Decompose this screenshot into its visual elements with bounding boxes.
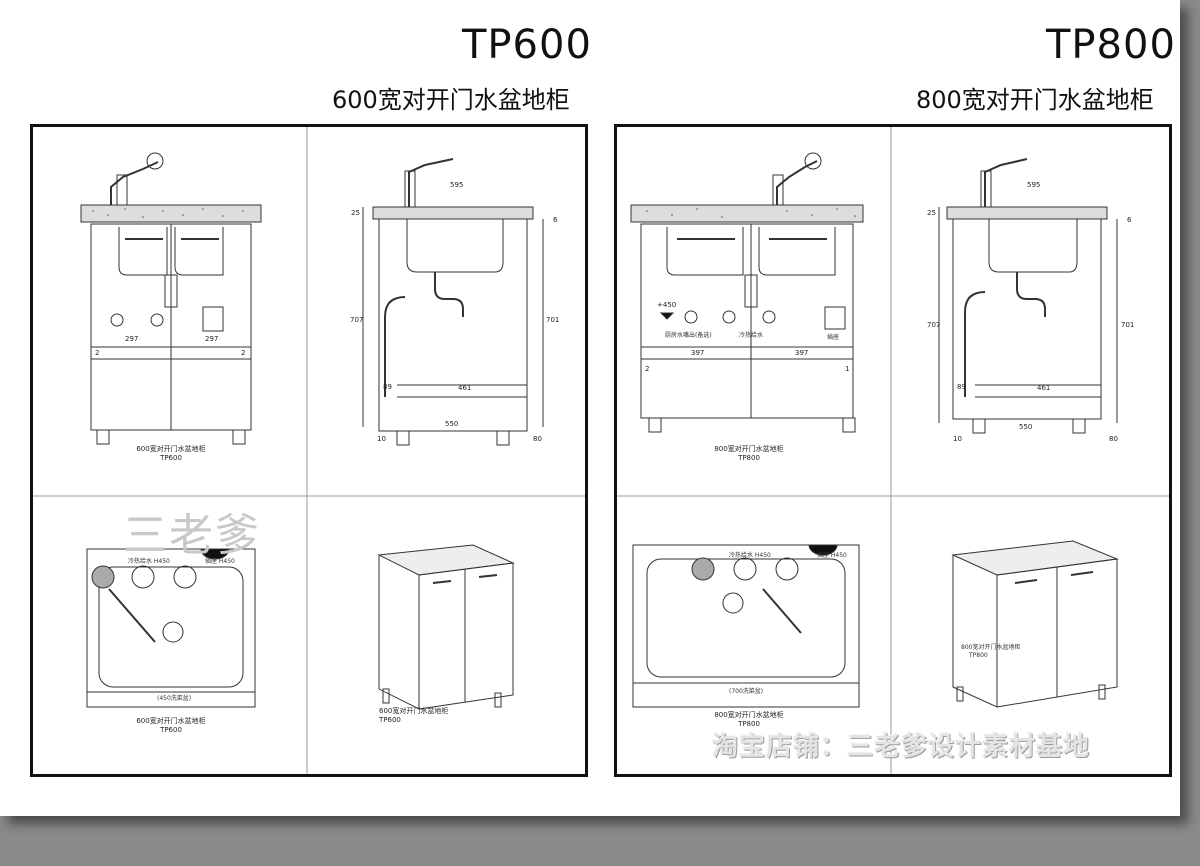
left-front-caption: 600宽对开门水盆地柜 TP600: [136, 445, 206, 462]
right-dim-foot-right: 80: [1109, 435, 1118, 443]
left-dim-top-right: 6: [553, 216, 558, 224]
left-top-label-basin: (450洗菜盆): [157, 694, 191, 702]
right-model-subtitle: 800宽对开门水盆地柜: [916, 86, 1154, 114]
right-dim-inner: 461: [1037, 384, 1050, 392]
left-side-view: [362, 158, 544, 446]
right-dim-top-right: 6: [1127, 216, 1132, 224]
left-dim-height-left: 707: [350, 316, 363, 324]
right-dim-half-left: 397: [691, 349, 704, 357]
left-front-view: [80, 152, 262, 445]
right-dim-height-left: 707: [927, 321, 940, 329]
left-iso-caption: 600宽对开门水盆地柜 TP600: [379, 707, 449, 724]
left-dim-top-small: 25: [351, 209, 360, 217]
right-dim-top-small: 25: [927, 209, 936, 217]
shop-watermark: 淘宝店铺：三老爹设计素材基地: [712, 732, 1091, 762]
left-dim-depth: 550: [445, 420, 458, 428]
left-drawing-panel: 297 297 2 2 595 707 701: [30, 124, 588, 777]
left-top-view: [86, 548, 256, 708]
right-model-title: TP800: [1046, 22, 1176, 68]
right-dim-depth: 550: [1019, 423, 1032, 431]
left-top-label-faucet: 冷热给水 H450: [128, 557, 170, 565]
left-dim-inner: 461: [458, 384, 471, 392]
right-iso-caption-2: TP800: [968, 652, 988, 659]
left-dim-gap-right: 2: [241, 349, 245, 357]
right-dim-gap-right: 1: [845, 365, 849, 373]
right-top-label-basin: (700洗菜盆): [729, 687, 763, 695]
right-dim-foot: 10: [953, 435, 962, 443]
drawing-sheet: TP600 600宽对开门水盆地柜 TP800 800宽对开门水盆地柜: [0, 0, 1180, 816]
right-front-view: [630, 152, 864, 433]
left-dim-foot: 10: [377, 435, 386, 443]
left-iso-view: [377, 544, 515, 710]
right-dim-width: 595: [1027, 181, 1040, 189]
left-top-label-socket: 插座 H450: [205, 557, 235, 565]
right-drawing-panel: +450 厨房水嘴出(备选) 冷热给水 插座 397 397 2 1: [614, 124, 1172, 777]
left-dim-height-right: 701: [546, 316, 559, 324]
right-dim-level: +450: [657, 301, 676, 309]
right-dim-half-right: 397: [795, 349, 808, 357]
left-dim-foot-right: 80: [533, 435, 542, 443]
right-front-label-water: 冷热给水: [739, 331, 763, 339]
right-top-view: [632, 544, 860, 708]
right-front-caption: 800宽对开门水盆地柜 TP800: [714, 445, 784, 462]
right-top-label-faucet: 冷热给水 H450: [729, 551, 771, 559]
left-model-subtitle: 600宽对开门水盆地柜: [332, 86, 570, 114]
right-drawing-svg: +450 厨房水嘴出(备选) 冷热给水 插座 397 397 2 1: [617, 127, 1169, 774]
left-top-caption: 600宽对开门水盆地柜 TP600: [136, 717, 206, 734]
right-dim-gap-left: 2: [645, 365, 649, 373]
left-dim-width: 595: [450, 181, 463, 189]
left-dim-gap-left: 2: [95, 349, 99, 357]
right-top-label-socket: 插座 H450: [817, 551, 847, 559]
left-dim-side: 89: [383, 383, 392, 391]
right-dim-side: 89: [957, 383, 966, 391]
right-front-label-drain: 厨房水嘴出(备选): [665, 331, 712, 339]
right-front-label-socket: 插座: [827, 333, 839, 341]
right-top-caption: 800宽对开门水盆地柜 TP800: [714, 711, 784, 728]
left-dim-half-left: 297: [125, 335, 138, 343]
right-iso-caption-1: 800宽对开门水盆地柜: [961, 643, 1020, 651]
left-model-title: TP600: [462, 22, 592, 68]
right-dim-height-right: 701: [1121, 321, 1134, 329]
right-iso-view: [951, 540, 1119, 708]
left-drawing-svg: 297 297 2 2 595 707 701: [33, 127, 585, 774]
left-dim-half-right: 297: [205, 335, 218, 343]
right-side-view: [938, 158, 1118, 434]
left-watermark: 三老爹: [123, 510, 261, 561]
